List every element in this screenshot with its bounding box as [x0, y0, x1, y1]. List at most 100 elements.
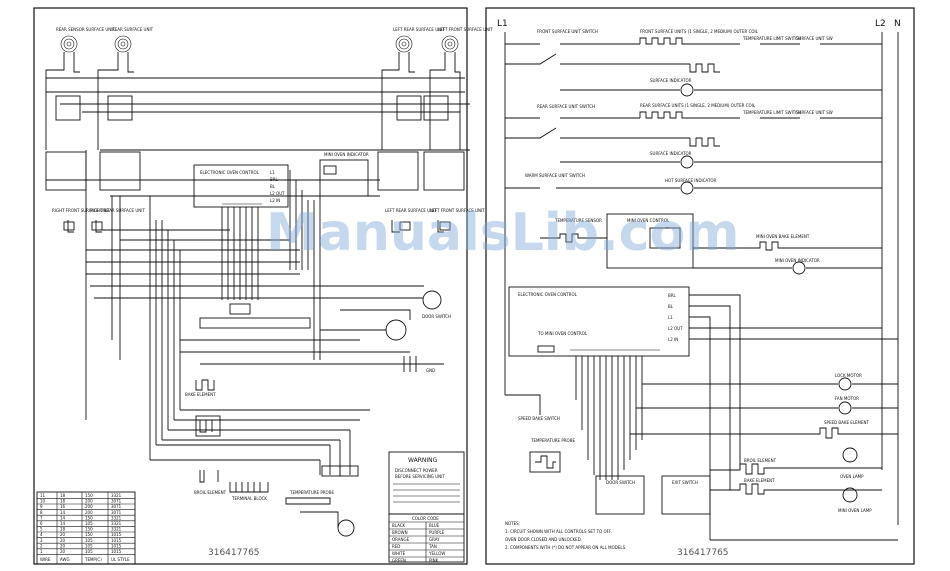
warning-line-1: DISCONNECT POWER: [395, 468, 438, 473]
oven-lamp-label: OVEN LAMP: [840, 474, 864, 479]
color-code-item: WHITE: [392, 551, 406, 556]
wire-table-header: TEMP(C): [84, 557, 102, 562]
wire-table-cell: 18: [60, 527, 66, 532]
wire-table-cell: 10: [40, 499, 46, 504]
wire-table-header: UL STYLE: [111, 557, 130, 562]
control-label: ELECTRONIC OVEN CONTROL: [200, 170, 260, 175]
wire-table-cell: 1015: [111, 549, 122, 554]
wire-table-cell: 14: [60, 510, 66, 515]
terminal-l2out: L2 OUT: [668, 326, 683, 331]
note-2: 2. COMPONENTS WITH (*) DO NOT APPEAR ON …: [505, 545, 626, 550]
right-part-number: 316417765: [677, 548, 729, 558]
terminal-block-label: TERMINAL BLOCK: [231, 496, 267, 501]
wire-table-cell: 150: [85, 493, 93, 498]
exit-switch-box: [661, 475, 711, 515]
wire-table-cell: 200: [85, 504, 93, 509]
control-terminal-3: BL: [270, 184, 276, 189]
switch-label-2: RIGHT REAR SURFACE UNIT: [90, 208, 145, 213]
wire-table-cell: 200: [85, 510, 93, 515]
row-rear-surface: REAR SURFACE UNIT SWITCH REAR SURFACE UN…: [505, 103, 882, 169]
switch-label-4: LEFT FRONT SURFACE UNIT: [430, 208, 485, 213]
terminal-brl: BRL: [668, 293, 677, 298]
motor-left: [385, 319, 407, 341]
temperature-probe-right-label: TEMPERATURE PROBE: [530, 438, 575, 443]
wire-table-cell: 20: [60, 538, 66, 543]
door-switch-label: DOOR SWITCH: [422, 314, 451, 319]
mini-oven-control-label: MINI OVEN CONTROL: [627, 218, 670, 223]
oven-lamp-1: [842, 447, 858, 463]
color-code-item: BROWN: [392, 530, 408, 535]
switch-block-3: [396, 95, 422, 121]
speed-switch-label: SPEED BAKE SWITCH: [518, 416, 560, 421]
bake-element-left: [195, 379, 215, 391]
wire-table-cell: 3321: [111, 521, 122, 526]
bake-label: BAKE ELEMENT: [744, 478, 775, 483]
wire-table-cell: 1015: [111, 543, 122, 548]
color-code-item: TAN: [428, 544, 437, 549]
broil-element-label: BROIL ELEMENT: [194, 490, 227, 495]
ground-label: GND: [426, 368, 435, 373]
burner-3-label: LEFT REAR SURFACE UNIT: [393, 27, 445, 32]
burner-4-label: LEFT FRONT SURFACE UNIT: [438, 27, 493, 32]
switch-label-1: RIGHT FRONT SURFACE UNIT: [52, 208, 110, 213]
switch-block-8: [423, 151, 465, 191]
wire-table-cell: 18: [60, 499, 66, 504]
wire-table-cell: 105: [85, 538, 93, 543]
mini-oven-label: MINI OVEN INDICATOR: [324, 152, 369, 157]
control-terminal-4: L2 OUT: [270, 191, 285, 196]
warning-line-2: BEFORE SERVICING UNIT: [395, 474, 445, 479]
relay-box-2: [229, 303, 251, 315]
oven-lamp-left: [422, 290, 442, 310]
rear-sw-label: SURFACE UNIT SW: [796, 110, 833, 115]
wire-table-cell: 6: [40, 521, 43, 526]
switch-block-6: [99, 151, 141, 191]
color-code-item: GRAY: [429, 537, 440, 542]
burner-2: REAR SURFACE UNIT: [112, 27, 154, 53]
electronic-oven-control: [193, 164, 289, 208]
front-indicator-label: SURFACE INDICATOR: [650, 78, 692, 83]
rear-switch-label: REAR SURFACE UNIT SWITCH: [537, 104, 595, 109]
color-code-item: RED: [392, 544, 400, 549]
wire-table-cell: 9: [40, 504, 43, 509]
mini-oven-lamp-label: MINI OVEN LAMP: [838, 508, 872, 513]
wire-table-cell: 105: [85, 543, 93, 548]
wire-table-header: WIRE: [40, 557, 51, 562]
color-code-item: PINK: [429, 558, 439, 563]
right-panel-border: [485, 7, 915, 565]
l1-label: L1: [497, 19, 508, 29]
wire-table-cell: 4: [40, 532, 43, 537]
watermark: ManualsLib.com: [266, 203, 739, 263]
door-switch-box: [595, 475, 645, 515]
burner-1: REAR SENSOR SURFACE UNIT: [56, 27, 115, 53]
left-part-number: 316417765: [208, 548, 260, 558]
switch-block-4: [423, 95, 449, 121]
temp-sensor-label: TEMPERATURE SENSOR: [554, 218, 602, 223]
color-code-item: PURPLE: [429, 530, 445, 535]
switch-block-7: [377, 151, 419, 191]
wire-table-cell: 20: [60, 549, 66, 554]
wire-table-cell: 2: [40, 543, 43, 548]
burner-2-label: REAR SURFACE UNIT: [112, 27, 154, 32]
rear-limit-label: TEMPERATURE LIMIT SWITCH: [742, 110, 801, 115]
door-switch-right-label: DOOR SWITCH: [606, 480, 635, 485]
temp-probe-label: TEMPERATURE PROBE: [289, 490, 334, 495]
rear-unit-label: REAR SURFACE UNITS (1 SINGLE, 2 MEDIUM) …: [640, 103, 756, 108]
speed-bake-label: SPEED BAKE ELEMENT: [824, 420, 870, 425]
row-front-surface: FRONT SURFACE UNIT SWITCH FRONT SURFACE …: [505, 29, 882, 97]
wire-table-cell: 200: [85, 499, 93, 504]
control-terminal-2: BRL: [270, 177, 279, 182]
broil-label: BROIL ELEMENT: [744, 458, 777, 463]
front-switch-label: FRONT SURFACE UNIT SWITCH: [537, 29, 598, 34]
wire-table-cell: 20: [60, 532, 66, 537]
wire-table-cell: 11: [40, 493, 46, 498]
wire-table-cell: 5: [40, 527, 43, 532]
burner-4: LEFT FRONT SURFACE UNIT: [438, 27, 493, 53]
lock-motor-label: LOCK MOTOR: [835, 373, 862, 378]
to-mini-label: TO MINI OVEN CONTROL: [537, 331, 588, 336]
color-code-title: COLOR CODE: [412, 516, 439, 521]
front-limit-label: TEMPERATURE LIMIT SWITCH: [742, 36, 801, 41]
warning-title: WARNING: [408, 457, 438, 464]
front-sw-label: SURFACE UNIT SW: [796, 36, 833, 41]
color-code-item: ORANGE: [392, 537, 410, 542]
